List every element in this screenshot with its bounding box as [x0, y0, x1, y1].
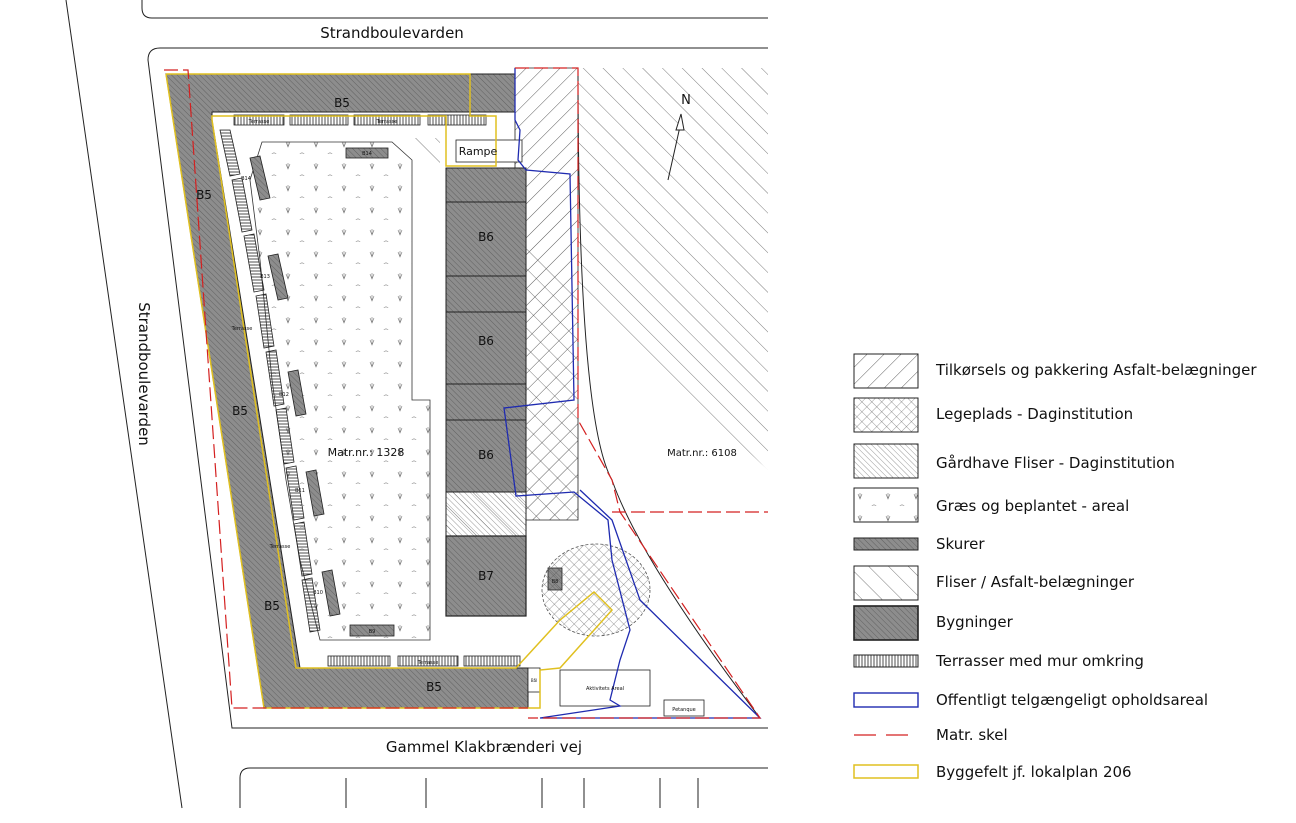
label-smallbox: Bål	[531, 678, 537, 683]
label-terrasse-1: Terrasse	[248, 119, 270, 125]
label-north: N	[681, 93, 691, 108]
shed-b13	[267, 253, 289, 301]
label-b8: B8	[552, 579, 559, 585]
plot-boundary	[164, 67, 768, 719]
label-b5-west-2: B5	[232, 404, 248, 418]
label-b7: B7	[478, 569, 494, 583]
building-b7	[445, 535, 527, 617]
terraces-north	[233, 114, 487, 126]
buildings-b6	[445, 167, 527, 537]
label-b10: B10	[313, 590, 323, 596]
shed-b12	[287, 369, 307, 417]
legend-label-grass: Græs og beplantet - areal	[936, 497, 1130, 515]
legend-label-playground: Legeplads - Daginstitution	[936, 405, 1134, 423]
shed-b14-north	[345, 147, 389, 159]
label-rampe: Rampe	[459, 145, 498, 158]
build-field-outline	[165, 73, 614, 709]
legend-label-paving: Fliser / Asfalt-belægninger	[936, 573, 1135, 591]
label-b13: B13	[260, 274, 270, 280]
legend-label-plot-line: Matr. skel	[936, 726, 1008, 744]
legend-label-drive: Tilkørsels og pakkering Asfalt-belægning…	[936, 361, 1257, 379]
street-south-label: Gammel Klakbrænderi vej	[386, 738, 582, 756]
swatch-terrace	[853, 654, 919, 668]
label-b6-3: B6	[478, 448, 494, 462]
terraces-south	[327, 655, 521, 667]
swatch-drive	[853, 353, 919, 389]
sheds	[249, 147, 563, 637]
swatch-crosshatch	[853, 397, 919, 433]
swatch-sparse	[853, 565, 919, 601]
swatch-build-field	[853, 764, 919, 779]
label-plot-main: Matr.nr.: 1328	[328, 446, 405, 459]
swatch-public-area	[853, 692, 919, 708]
label-b5-west-1: B5	[196, 188, 212, 202]
street-lines	[65, 0, 768, 809]
legend-label-terrace: Terrasser med mur omkring	[936, 652, 1144, 670]
label-b5-north: B5	[334, 96, 350, 110]
shed-b11	[305, 469, 325, 517]
label-b14-north: B14	[362, 151, 372, 157]
label-b12: B12	[279, 392, 289, 398]
label-b14: B14	[241, 176, 251, 182]
plan-labels: Strandboulevarden Gammel Klakbrænderi ve…	[135, 24, 737, 756]
swatch-shed	[853, 537, 919, 551]
label-b6-2: B6	[478, 334, 494, 348]
activity-area	[527, 667, 705, 717]
label-b5-south: B5	[426, 680, 442, 694]
swatch-dense	[853, 443, 919, 479]
label-aktivitets: Aktivitets Areal	[586, 686, 624, 692]
label-terrasse-4: Terrasse	[269, 544, 291, 550]
rampe-box	[455, 139, 523, 163]
terraces-west	[219, 129, 321, 633]
label-b9: B9	[369, 629, 376, 635]
street-north-label: Strandboulevarden	[320, 24, 464, 42]
legend-label-courtyard: Gårdhave Fliser - Daginstitution	[936, 454, 1175, 472]
shed-b14	[249, 155, 271, 201]
legend-label-shed: Skurer	[936, 535, 985, 553]
legend-swatches	[853, 353, 919, 779]
north-arrow	[667, 113, 685, 181]
shed-b9	[349, 624, 395, 637]
label-terrasse-3: Terrasse	[231, 326, 253, 332]
street-west-label: Strandboulevarden	[135, 302, 153, 446]
label-petanque: Petanque	[672, 707, 696, 713]
legend-label-public-area: Offentligt telgængeligt opholdsareal	[936, 691, 1209, 709]
shed-b10	[321, 569, 341, 617]
legend-label-buildings: Bygninger	[936, 613, 1013, 631]
label-b5-west-3: B5	[264, 599, 280, 613]
label-terrasse-2: Terrasse	[376, 119, 398, 125]
label-b6-1: B6	[478, 230, 494, 244]
legend-label-build-field: Byggefelt jf. lokalplan 206	[936, 763, 1132, 781]
swatch-grass	[853, 487, 919, 523]
label-terrasse-5: Terrasse	[417, 660, 439, 666]
label-plot-east: Matr.nr.: 6108	[667, 448, 737, 459]
label-b11: B11	[295, 488, 305, 494]
swatch-building	[853, 605, 919, 641]
